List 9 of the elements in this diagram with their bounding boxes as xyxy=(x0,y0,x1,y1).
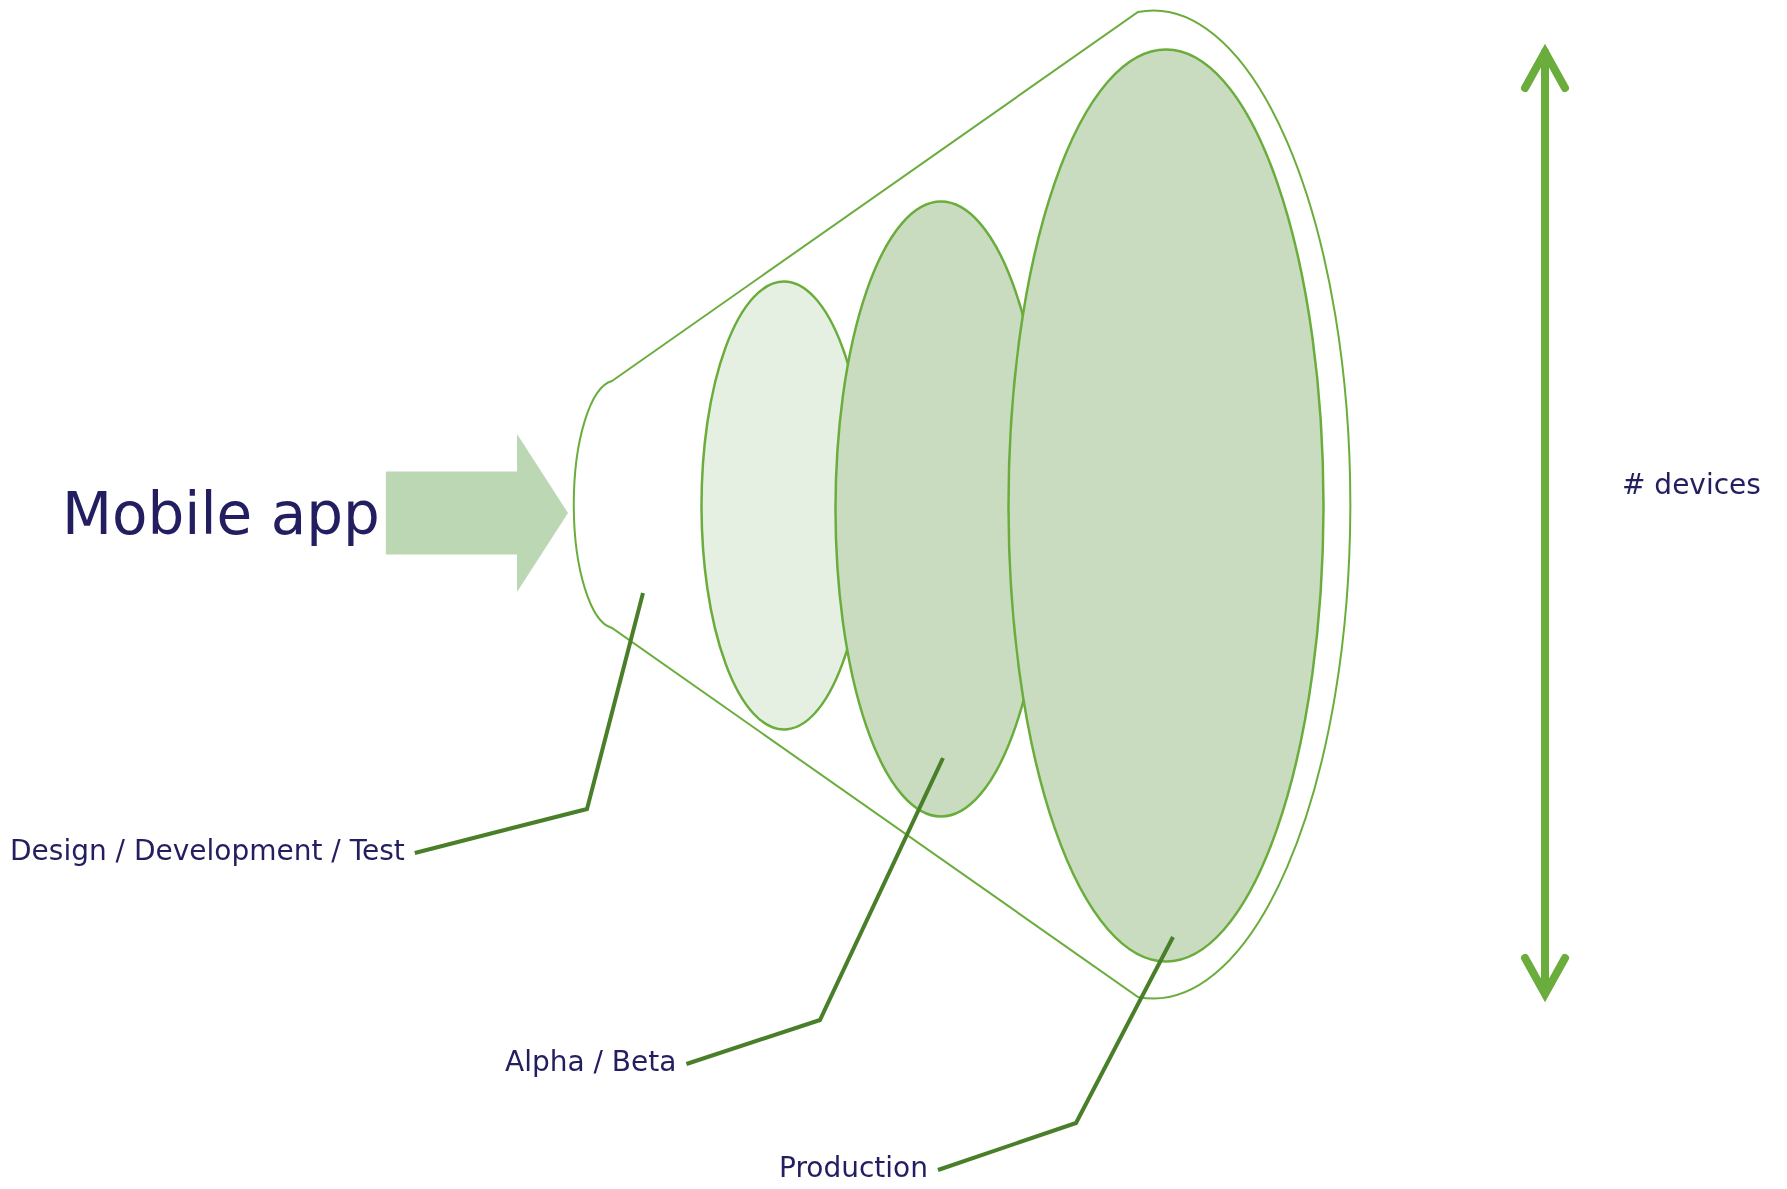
leader-line xyxy=(414,592,645,855)
title-text: Mobile app xyxy=(62,478,380,550)
axis-label: # devices xyxy=(1622,470,1761,501)
leader-line xyxy=(937,936,1175,1172)
flow-arrow xyxy=(385,434,568,592)
stage-label: Alpha / Beta xyxy=(505,1043,677,1081)
leader-line xyxy=(685,757,945,1066)
stage-label: Design / Development / Test xyxy=(10,832,405,870)
stage-label: Production xyxy=(779,1149,928,1187)
